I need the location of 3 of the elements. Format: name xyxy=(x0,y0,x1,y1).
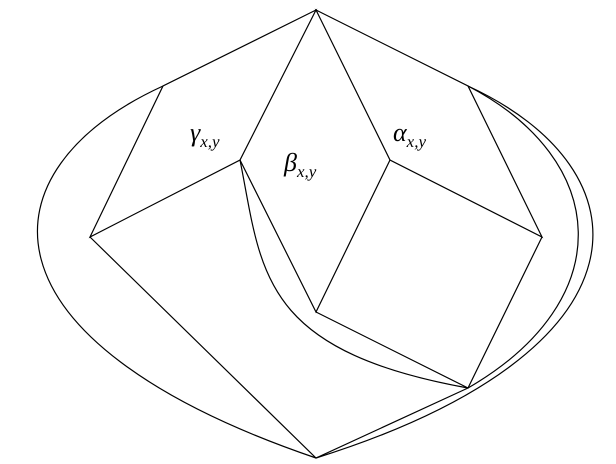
face-label: β$_{x,y}$ xyxy=(284,150,316,180)
face-label: γ$_{x,y}$ xyxy=(190,120,220,150)
face-label: α$_{x,y}$ xyxy=(393,120,426,150)
